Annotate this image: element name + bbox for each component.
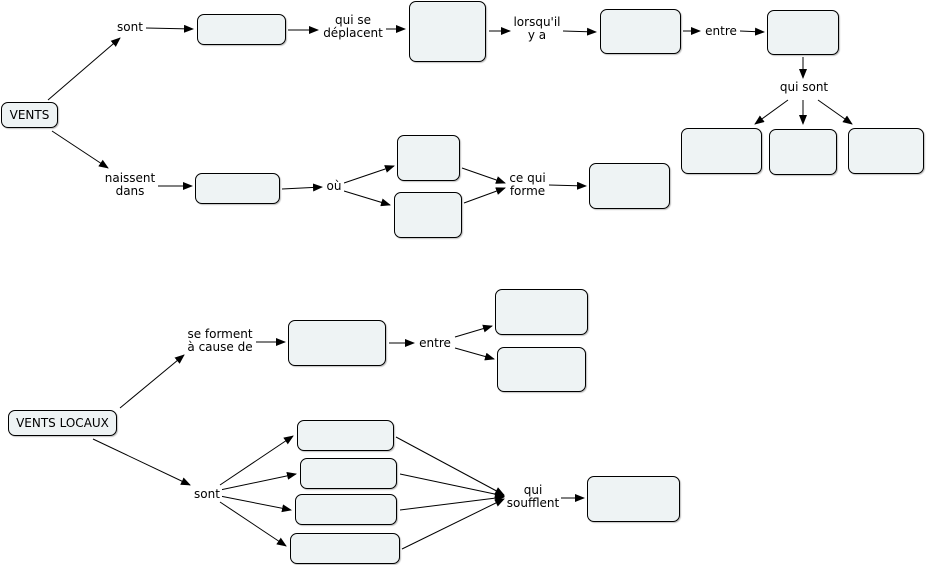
link-label-ou: où xyxy=(324,180,344,193)
link-label-sont: sont xyxy=(192,488,222,501)
link-label-qui-se-deplacent: qui se déplacent xyxy=(320,14,386,40)
empty-concept-box[interactable] xyxy=(397,135,460,181)
link-label-entre: entre xyxy=(416,337,454,350)
link-label-sont: sont xyxy=(114,21,146,34)
link-label-lorsquil-y-a: lorsqu'il y a xyxy=(512,15,562,42)
empty-concept-box[interactable] xyxy=(495,289,588,335)
empty-concept-box[interactable] xyxy=(295,494,397,525)
empty-concept-box[interactable] xyxy=(288,320,386,366)
empty-concept-box[interactable] xyxy=(497,347,586,392)
link-label-entre: entre xyxy=(702,25,740,38)
link-label-se-forment: se forment à cause de xyxy=(184,328,256,354)
empty-concept-box[interactable] xyxy=(681,128,762,174)
empty-concept-box[interactable] xyxy=(409,1,486,62)
root-concept-vents[interactable]: VENTS xyxy=(1,102,58,128)
link-label-ce-qui-forme: ce qui forme xyxy=(506,172,549,198)
link-label-qui-soufflent: qui soufflent xyxy=(505,483,561,510)
empty-concept-box[interactable] xyxy=(587,476,680,522)
empty-concept-box[interactable] xyxy=(769,129,837,175)
empty-concept-box[interactable] xyxy=(197,14,286,45)
empty-concept-box[interactable] xyxy=(600,9,681,54)
empty-concept-box[interactable] xyxy=(394,192,462,238)
empty-concept-box[interactable] xyxy=(195,173,280,204)
link-label-qui-sont: qui sont xyxy=(776,81,832,94)
empty-concept-box[interactable] xyxy=(767,10,839,55)
empty-concept-box[interactable] xyxy=(297,420,394,451)
empty-concept-box[interactable] xyxy=(290,533,400,564)
link-label-naissent-dans: naissent dans xyxy=(102,172,158,198)
empty-concept-box[interactable] xyxy=(589,163,670,209)
empty-concept-box[interactable] xyxy=(848,128,924,174)
root-concept-vents-locaux[interactable]: VENTS LOCAUX xyxy=(8,410,117,436)
empty-concept-box[interactable] xyxy=(300,458,397,489)
